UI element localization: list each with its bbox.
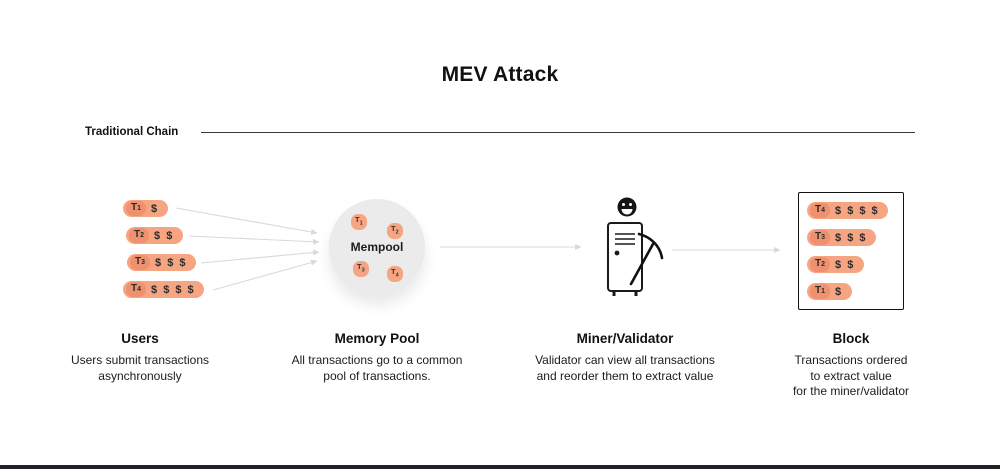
transaction-value: $ $ xyxy=(154,229,174,242)
pickaxe-icon xyxy=(629,232,664,286)
transaction-value: $ $ xyxy=(835,258,855,271)
miner-to-block-arrow xyxy=(672,247,781,253)
mempool-transaction-t2: T2 xyxy=(387,223,403,239)
bottom-bar xyxy=(0,465,1000,469)
mempool-description: All transactions go to a common pool of … xyxy=(291,353,463,383)
miner-validator-icon xyxy=(607,197,664,296)
page-title: MEV Attack xyxy=(441,63,559,86)
transaction-value: $ $ $ xyxy=(835,231,867,244)
transaction-value: $ xyxy=(151,202,159,215)
block-description: Transactions ordered to extract value fo… xyxy=(792,353,910,398)
mempool-heading: Memory Pool xyxy=(334,331,420,346)
server-tower-icon xyxy=(607,222,643,296)
transaction-value: $ $ $ $ xyxy=(151,283,196,296)
mempool-circle: T1 T2 T3 T4 Mempool xyxy=(329,199,425,295)
section-label: Traditional Chain xyxy=(85,126,179,138)
block-heading: Block xyxy=(832,331,870,346)
users-description: Users submit transactions asynchronously xyxy=(70,353,210,383)
smiley-face-icon xyxy=(617,197,637,217)
miner-description: Validator can view all transactions and … xyxy=(535,353,715,383)
miner-heading: Miner/Validator xyxy=(576,331,674,346)
users-heading: Users xyxy=(121,331,159,346)
users-to-mempool-arrows xyxy=(175,207,320,291)
mempool-to-miner-arrow xyxy=(440,244,582,250)
mempool-transaction-t1: T1 xyxy=(351,214,367,230)
mempool-transaction-t4: T4 xyxy=(387,266,403,282)
transaction-value: $ $ $ xyxy=(155,256,187,269)
mempool-transaction-t3: T3 xyxy=(353,261,369,277)
section-divider-line xyxy=(201,132,915,133)
transaction-value: $ xyxy=(835,285,843,298)
mempool-label: Mempool xyxy=(350,240,404,254)
transaction-value: $ $ $ $ xyxy=(835,204,880,217)
